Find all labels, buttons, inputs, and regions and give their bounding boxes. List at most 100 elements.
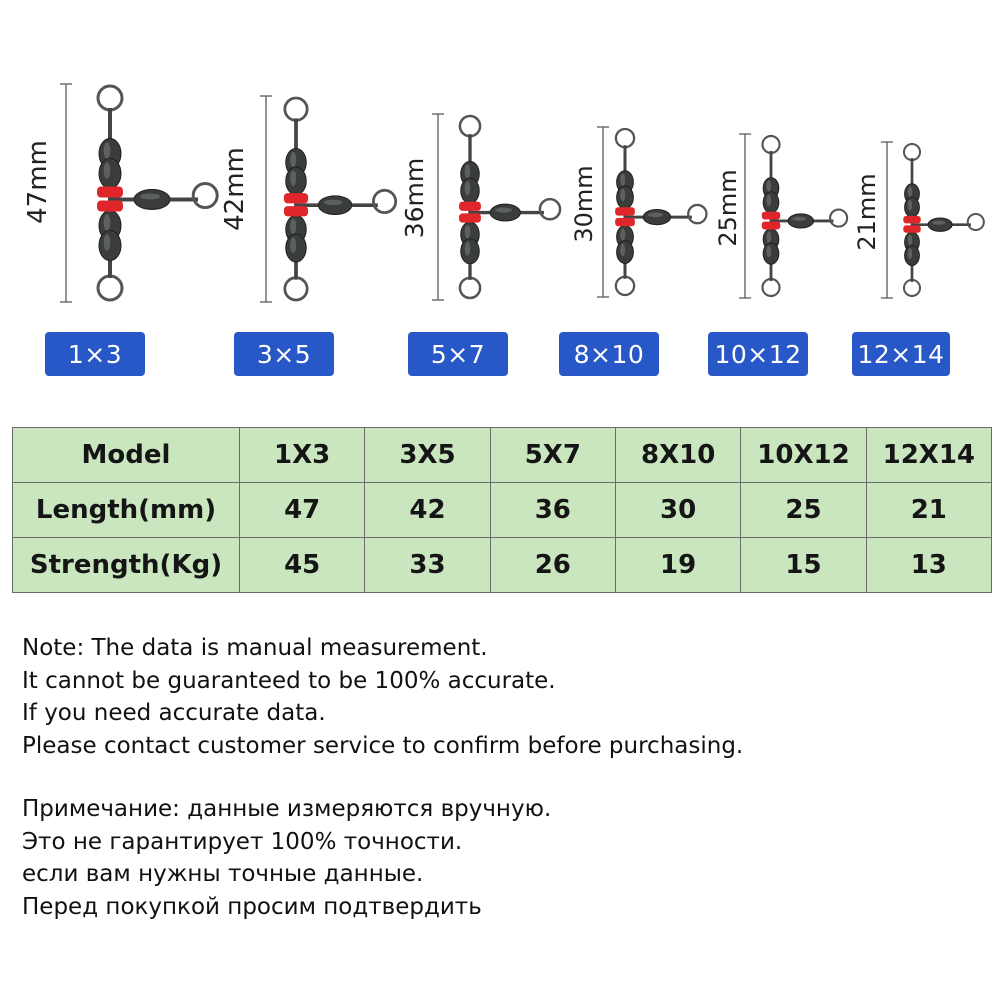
eye-ring xyxy=(538,197,562,221)
barrel-shine xyxy=(907,234,913,246)
three-way-swivel-icon xyxy=(881,141,985,299)
table-cell: 8X10 xyxy=(614,427,742,483)
table-cell: 33 xyxy=(364,537,491,593)
table-cell: 36 xyxy=(489,482,616,538)
red-bead xyxy=(761,211,781,220)
red-bead xyxy=(97,200,123,212)
note-line: Это не гарантирует 100% точности. xyxy=(22,828,463,855)
row-label: Model xyxy=(12,427,240,483)
barrel-shine xyxy=(620,243,626,257)
red-bead xyxy=(97,186,123,198)
table-cell: 3X5 xyxy=(364,427,491,483)
barrel-shine xyxy=(907,247,913,260)
table-cell: 47 xyxy=(238,482,366,538)
table-cell: 30 xyxy=(614,482,742,538)
barrel-shine xyxy=(620,173,626,187)
note-line: Примечание: данные измеряются вручную. xyxy=(22,796,552,822)
eye-ring xyxy=(902,278,922,298)
barrel-shine xyxy=(290,218,297,235)
model-badge: 12×14 xyxy=(852,332,950,376)
note-english: Note: The data is manual measurement. It… xyxy=(22,632,743,762)
note-line: Note: The data is manual measurement. xyxy=(22,635,488,661)
three-way-swivel-icon xyxy=(739,133,849,299)
table-cell: 1X3 xyxy=(238,427,366,483)
barrel-shine xyxy=(766,231,772,244)
spec-table: Model 1X3 3X5 5X7 8X10 10X12 12X14 Lengt… xyxy=(12,427,993,593)
barrel-shine xyxy=(932,220,946,225)
row-label: Strength(Kg) xyxy=(12,537,240,593)
table-cell: 25 xyxy=(740,482,867,538)
barrel-shine xyxy=(103,214,111,231)
red-bead xyxy=(615,207,635,216)
barrel-shine xyxy=(464,181,471,196)
red-bead xyxy=(283,206,309,217)
table-row-length: Length(mm) 47 42 36 30 25 21 xyxy=(12,482,993,538)
eye-ring xyxy=(687,203,708,225)
table-cell: 13 xyxy=(865,537,993,593)
barrel-shine xyxy=(464,224,471,239)
table-cell: 42 xyxy=(364,482,491,538)
table-cell: 19 xyxy=(614,537,742,593)
barrel-shine xyxy=(464,164,471,179)
note-line: If you need accurate data. xyxy=(22,700,326,726)
barrel-shine xyxy=(495,207,512,213)
barrel-shine xyxy=(323,199,343,206)
model-badge: 10×12 xyxy=(708,332,808,376)
table-cell: 21 xyxy=(865,482,993,538)
table-cell: 15 xyxy=(740,537,867,593)
table-cell: 10X12 xyxy=(740,427,867,483)
barrel-shine xyxy=(907,186,913,198)
table-cell: 5X7 xyxy=(489,427,616,483)
eye-ring xyxy=(966,212,985,232)
note-line: если вам нужны точные данные. xyxy=(22,861,424,887)
barrel-shine xyxy=(290,170,297,186)
barrel-shine xyxy=(290,151,297,168)
barrel-shine xyxy=(620,228,626,241)
eye-ring xyxy=(902,142,922,162)
barrel-shine xyxy=(140,193,160,200)
three-way-swivel-icon xyxy=(60,83,219,303)
barrel-shine xyxy=(103,142,111,159)
eye-ring xyxy=(829,208,849,228)
table-cell: 12X14 xyxy=(865,427,993,483)
barrel-shine xyxy=(907,199,913,211)
red-bead xyxy=(459,201,481,211)
table-cell: 26 xyxy=(489,537,616,593)
barrel-shine xyxy=(647,212,664,218)
note-line: Перед покупкой просим подтвердить xyxy=(22,893,482,920)
red-bead xyxy=(761,221,781,230)
barrel-shine xyxy=(766,180,772,192)
red-bead xyxy=(615,217,635,227)
model-badge: 5×7 xyxy=(408,332,508,376)
eye-ring xyxy=(371,188,398,215)
three-way-swivel-icon xyxy=(260,95,398,303)
model-badge: 1×3 xyxy=(45,332,145,376)
barrel-shine xyxy=(792,216,807,221)
barrel xyxy=(927,217,953,232)
model-badge: 3×5 xyxy=(234,332,334,376)
size-label: 21mm xyxy=(853,173,881,251)
barrel-shine xyxy=(766,194,772,207)
barrel-shine xyxy=(290,237,297,253)
barrel-shine xyxy=(464,241,471,256)
red-bead xyxy=(459,213,481,223)
red-bead xyxy=(283,193,309,204)
three-way-swivel-icon xyxy=(432,113,562,301)
red-bead xyxy=(903,225,921,233)
table-row-strength: Strength(Kg) 45 33 26 19 15 13 xyxy=(12,537,993,593)
barrel-shine xyxy=(620,188,626,202)
table-cell: 45 xyxy=(238,537,366,593)
barrel-shine xyxy=(103,234,111,251)
note-line: It cannot be guaranteed to be 100% accur… xyxy=(22,667,556,694)
red-bead xyxy=(903,215,921,224)
barrel-shine xyxy=(103,162,111,179)
three-way-swivel-icon xyxy=(597,126,708,298)
table-row-model: Model 1X3 3X5 5X7 8X10 10X12 12X14 xyxy=(12,427,993,483)
eye-ring xyxy=(191,182,219,210)
note-russian: Примечание: данные измеряются вручную. Э… xyxy=(22,793,551,923)
model-badge: 8×10 xyxy=(559,332,659,376)
note-line: Please contact customer service to confi… xyxy=(22,732,744,759)
row-label: Length(mm) xyxy=(12,482,240,538)
barrel-shine xyxy=(766,245,772,258)
